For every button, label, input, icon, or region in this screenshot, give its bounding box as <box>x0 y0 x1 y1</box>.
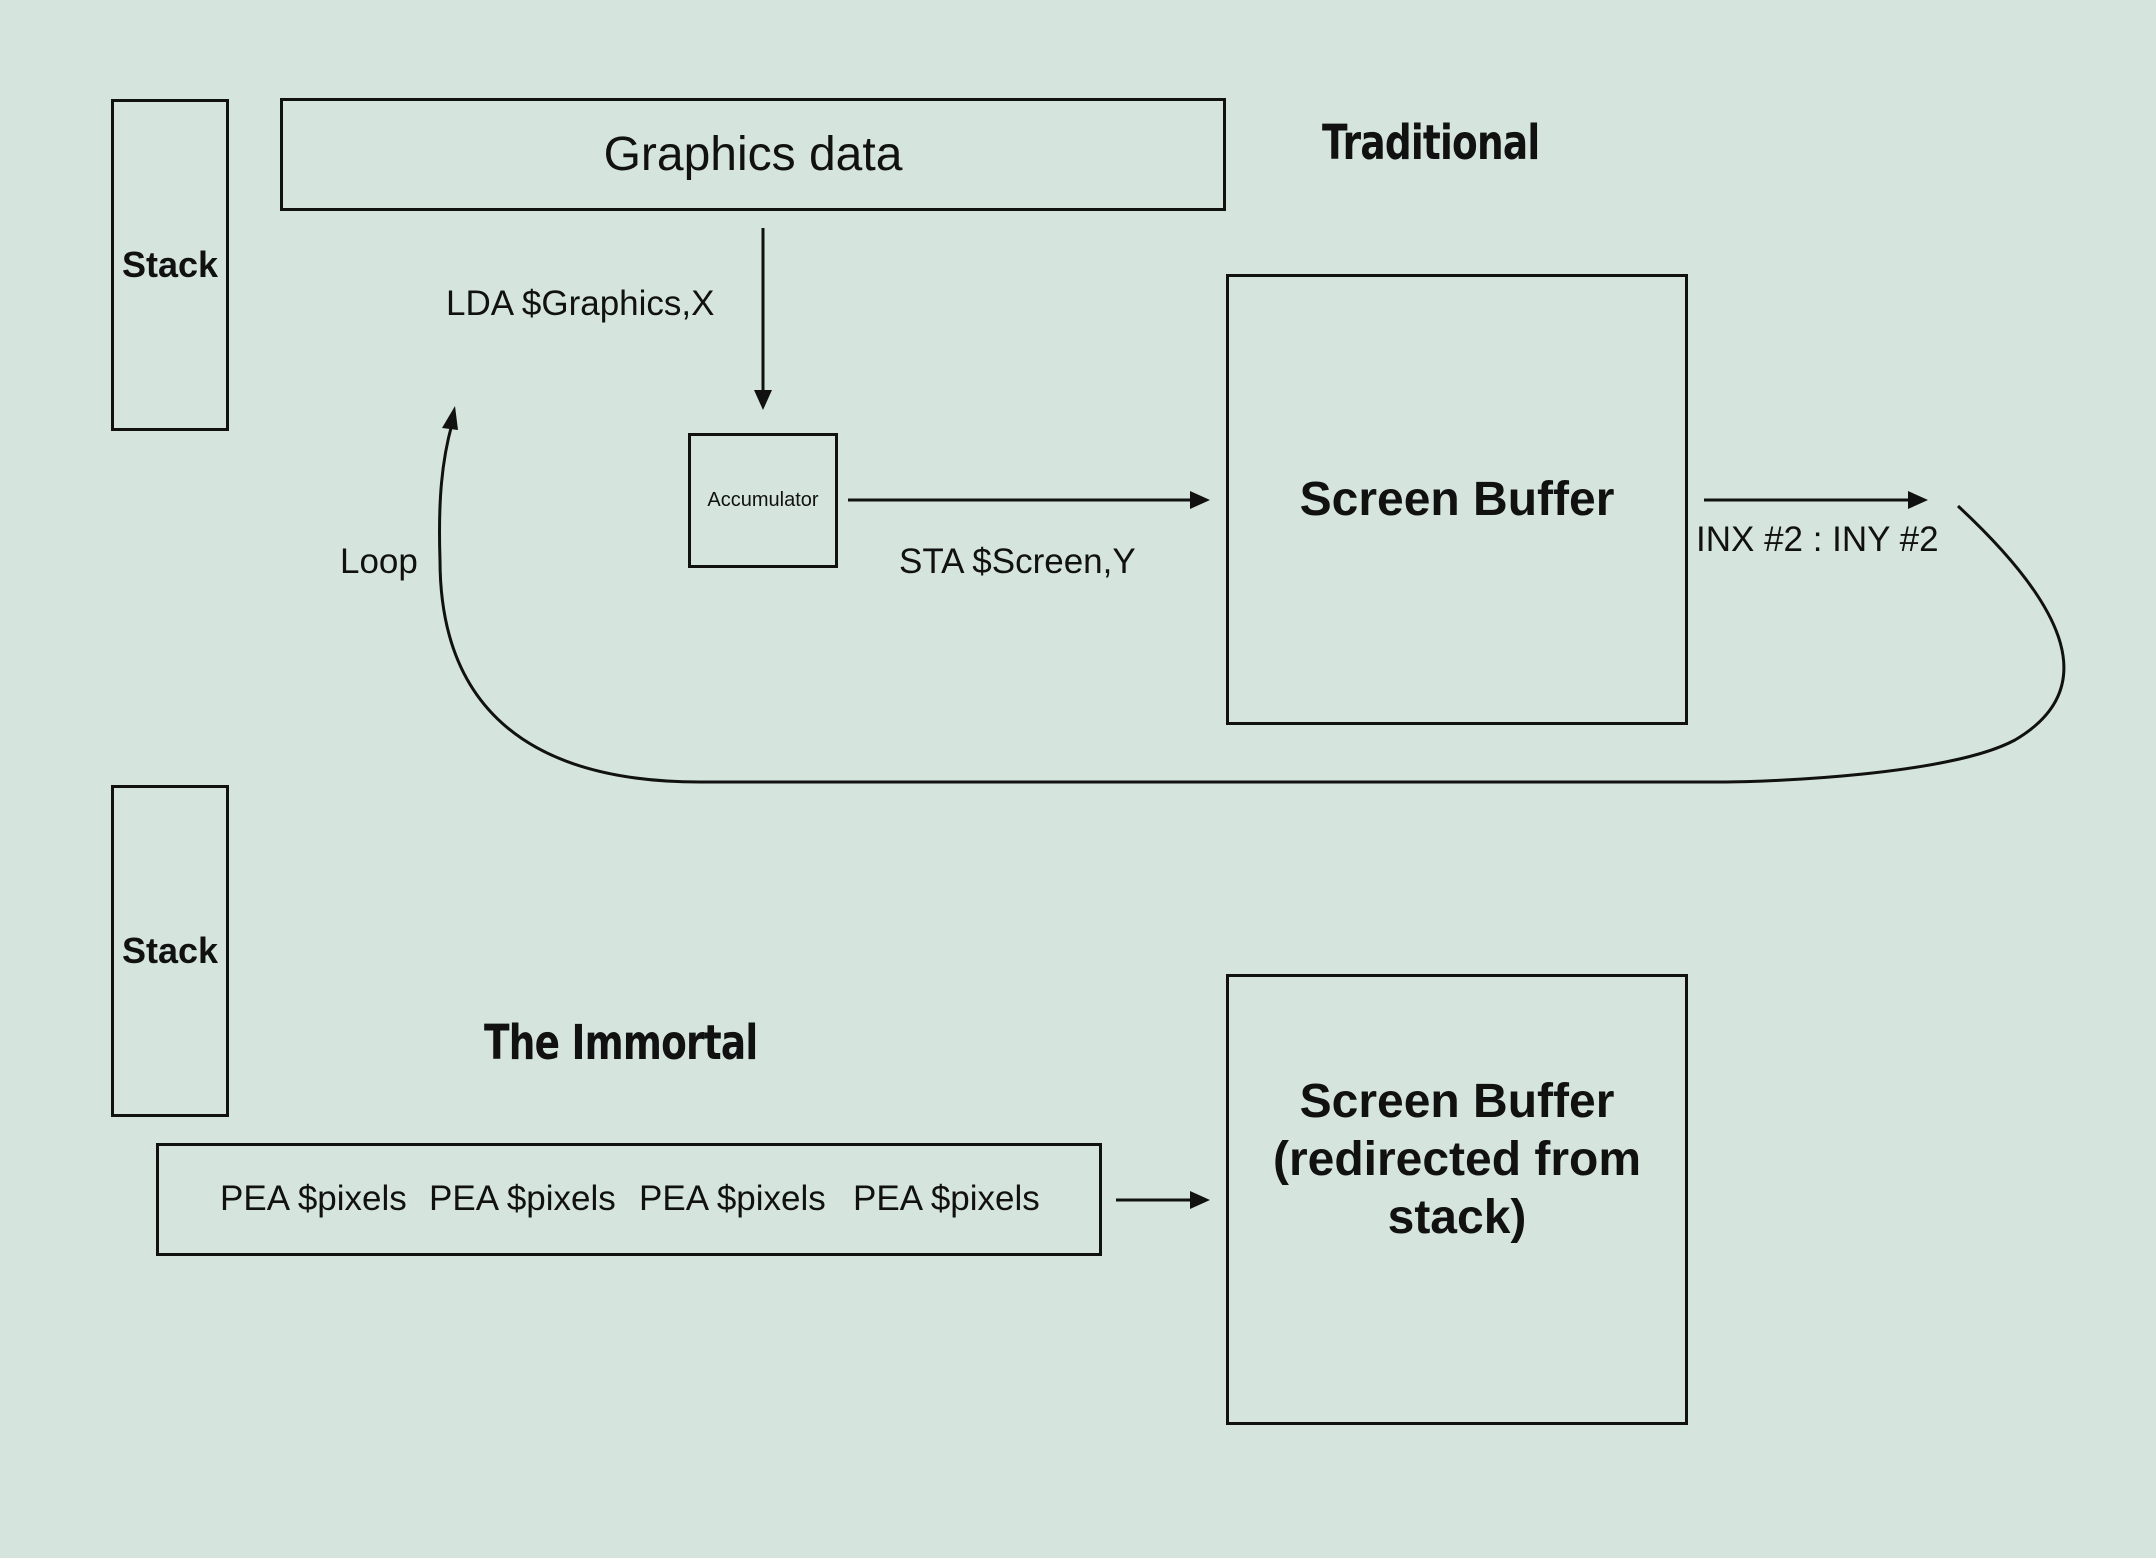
pea-instruction: PEA $pixels <box>853 1179 1040 1218</box>
traditional-heading: Traditional <box>1322 115 1540 171</box>
arrowhead <box>1190 1191 1210 1209</box>
graphics-data-label: Graphics data <box>603 128 903 181</box>
screen-buffer-line: stack) <box>1387 1190 1527 1244</box>
screen-buffer-label: Screen Buffer <box>1299 473 1615 526</box>
stack-label: Stack <box>121 930 219 971</box>
store-instruction: STA $Screen,Y <box>899 542 1136 581</box>
stack-box-top: Stack <box>111 99 229 431</box>
loop-arrow <box>438 423 2066 784</box>
accumulator-box: Accumulator <box>688 433 838 568</box>
increment-instruction: INX #2 : INY #2 <box>1696 520 1939 559</box>
stack-label: Stack <box>121 244 219 285</box>
redirected-screen-buffer-box: Screen Buffer (redirected from stack) <box>1226 974 1688 1425</box>
loop-label: Loop <box>340 542 418 581</box>
pea-instruction: PEA $pixels <box>220 1179 407 1218</box>
arrowhead <box>1190 491 1210 509</box>
accumulator-label: Accumulator <box>707 489 819 511</box>
load-instruction: LDA $Graphics,X <box>446 284 715 323</box>
stack-box-bottom: Stack <box>111 785 229 1117</box>
screen-buffer-line: Screen Buffer <box>1299 1074 1615 1128</box>
screen-buffer-line: (redirected from <box>1272 1132 1642 1186</box>
pea-instructions-box: PEA $pixels PEA $pixels PEA $pixels PEA … <box>156 1143 1102 1256</box>
immortal-heading: The Immortal <box>484 1015 758 1071</box>
arrowhead <box>754 390 772 410</box>
pea-instruction: PEA $pixels <box>639 1179 826 1218</box>
screen-buffer-box: Screen Buffer <box>1226 274 1688 725</box>
arrowhead <box>1908 491 1928 509</box>
pea-instruction: PEA $pixels <box>429 1179 616 1218</box>
arrowhead <box>442 406 458 430</box>
graphics-data-box: Graphics data <box>280 98 1226 211</box>
